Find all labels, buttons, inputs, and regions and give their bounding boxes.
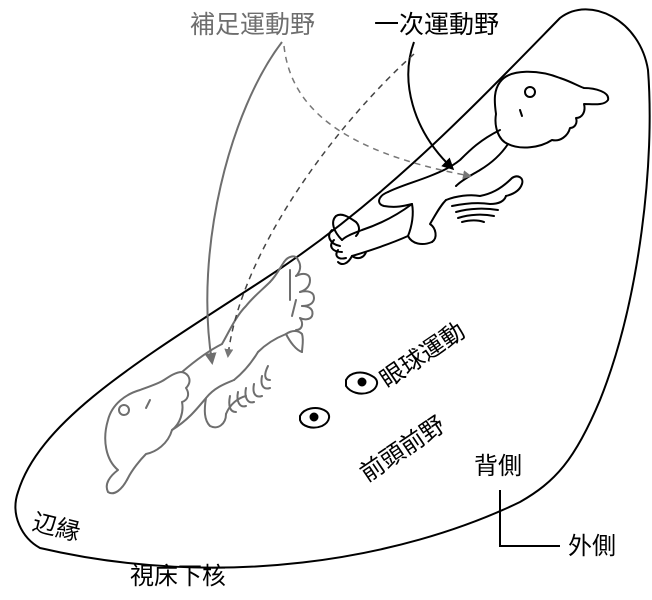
supplementary-motor-body-map <box>104 255 315 495</box>
lateral-label: 外側 <box>568 532 616 560</box>
supplementary-motor-label: 補足運動野 <box>190 10 316 39</box>
primary-to-lower-map-dashed-arrow <box>224 53 415 358</box>
dorsal-label: 背側 <box>474 452 522 480</box>
primary-motor-body-map <box>328 70 610 265</box>
primary-to-upper-map-arrow <box>407 41 455 171</box>
eye-icon <box>345 371 378 395</box>
supplementary-to-upper-map-dashed-arrow <box>283 45 472 180</box>
eye-icon <box>299 407 330 429</box>
putamen-outline <box>14 8 651 569</box>
primary-motor-label: 一次運動野 <box>374 10 500 39</box>
supplementary-to-lower-map-arrow <box>204 41 283 365</box>
orientation-axis <box>499 490 560 547</box>
subthalamic-label: 視床下核 <box>130 562 226 590</box>
